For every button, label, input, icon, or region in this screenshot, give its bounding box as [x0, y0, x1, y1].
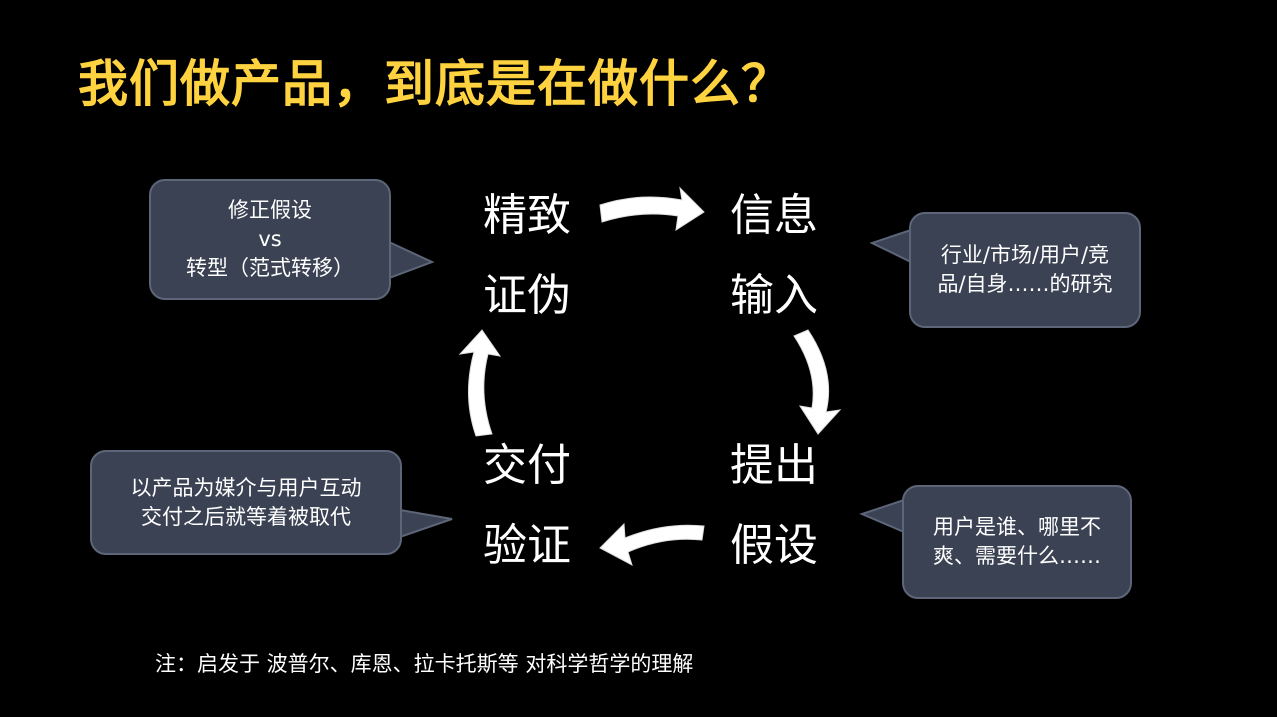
arrow-bottom-icon — [599, 522, 705, 567]
bubble-tail-br — [859, 498, 905, 534]
bubble-text: 交付之后就等着被取代 — [141, 504, 351, 529]
node-refine-falsify: 精致 证伪 — [483, 176, 571, 336]
node-label: 交付 — [483, 440, 571, 491]
bubble-interact-via-product: 以产品为媒介与用户互动 交付之后就等着被取代 — [90, 450, 402, 555]
arrow-right-icon — [793, 329, 842, 435]
node-propose-hypothesis: 提出 假设 — [730, 426, 818, 586]
bubble-text: 品/自身……的研究 — [937, 272, 1113, 296]
arrow-top-icon — [599, 186, 705, 232]
bubble-research: 行业/市场/用户/竞 品/自身……的研究 — [909, 212, 1141, 328]
page-title: 我们做产品，到底是在做什么？ — [78, 55, 792, 113]
bubble-revise-vs-transform: 修正假设 vs 转型（范式转移） — [149, 179, 391, 300]
bubble-text: 转型（范式转移） — [186, 256, 354, 280]
node-deliver-verify: 交付 验证 — [483, 426, 571, 586]
arrow-left-icon — [458, 329, 502, 437]
node-label: 假设 — [730, 520, 818, 571]
bubble-tail-tl — [388, 240, 435, 280]
bubble-user-needs: 用户是谁、哪里不 爽、需要什么…… — [902, 485, 1132, 599]
node-label: 信息 — [730, 190, 818, 241]
bubble-text: 修正假设 — [228, 198, 312, 222]
bubble-tail-bl — [399, 508, 453, 539]
node-label: 提出 — [730, 440, 818, 491]
node-info-input: 信息 输入 — [730, 176, 818, 336]
node-label: 验证 — [483, 520, 571, 571]
node-label: 输入 — [730, 270, 818, 321]
bubble-text: 用户是谁、哪里不 — [933, 515, 1101, 539]
bubble-text: 以产品为媒介与用户互动 — [130, 475, 362, 500]
bubble-text: vs — [258, 227, 282, 251]
footnote: 注：启发于 波普尔、库恩、拉卡托斯等 对科学哲学的理解 — [155, 652, 694, 676]
node-label: 精致 — [483, 190, 571, 241]
bubble-tail-tr — [869, 228, 912, 264]
node-label: 证伪 — [483, 270, 571, 321]
bubble-text: 爽、需要什么…… — [933, 544, 1101, 568]
bubble-text: 行业/市场/用户/竞 — [940, 243, 1110, 267]
